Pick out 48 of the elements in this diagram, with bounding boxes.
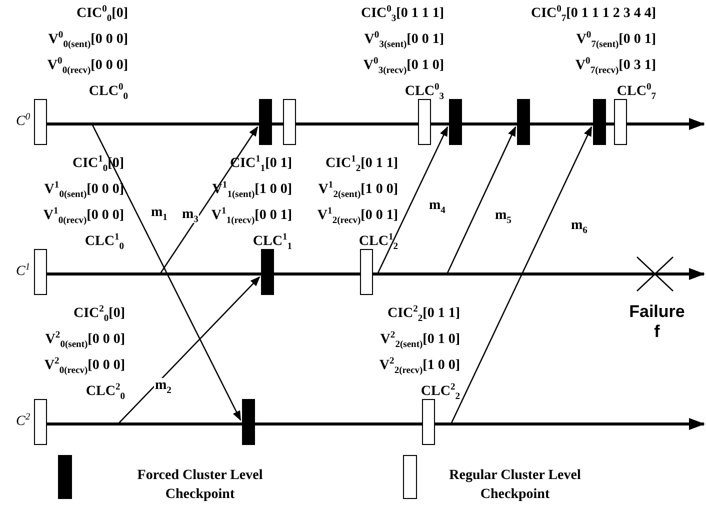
failure-label: Failure f — [629, 302, 685, 342]
legend-text: Regular Cluster Level Checkpoint — [448, 467, 582, 504]
regular-checkpoint-bar — [422, 399, 434, 445]
checkpoint-vector: CIC$^{0}$$_{7}$[0 1 1 1 2 3 4 4] — [530, 6, 656, 22]
checkpoint-vector: V$^{0}$$_{0(recv)}$[0 0 0] — [47, 58, 128, 74]
checkpoint-vector: V$^{1}$$_{1(recv)}$[0 0 1] — [211, 208, 292, 224]
edge-label: m$_{2}$ — [154, 378, 172, 394]
forced-checkpoint-bar — [258, 99, 272, 145]
regular-checkpoint-bar — [418, 99, 430, 145]
regular-checkpoint-bar — [614, 99, 626, 145]
checkpoint-vector: V$^{2}$$_{2(recv)}$[1 0 0] — [379, 358, 460, 374]
forced-checkpoint-bar — [592, 99, 606, 145]
checkpoint-vector: CIC$^{2}$$_{0}$[0] — [73, 306, 125, 322]
checkpoint-vector: V$^{1}$$_{2(recv)}$[0 0 1] — [317, 208, 398, 224]
checkpoint-vector: V$^{0}$$_{3(sent)}$[0 0 1] — [364, 32, 444, 48]
process-label: C$^{2}$ — [16, 414, 30, 430]
forced-checkpoint-bar — [260, 249, 274, 295]
regular-checkpoint-bar — [34, 249, 46, 295]
message-arrow — [159, 126, 258, 274]
message-arrow — [450, 126, 592, 424]
checkpoint-vector: V$^{0}$$_{3(recv)}$[0 1 0] — [363, 58, 444, 74]
checkpoint-vector: V$^{2}$$_{0(recv)}$[0 0 0] — [44, 358, 125, 374]
checkpoint-vector: V$^{2}$$_{2(sent)}$[0 1 0] — [380, 332, 460, 348]
process-label: C$^{1}$ — [16, 264, 30, 280]
process-label: C$^{0}$ — [16, 114, 30, 130]
message-arrow — [118, 276, 260, 424]
legend-text: Forced Cluster Level Checkpoint — [136, 467, 264, 504]
regular-checkpoint-bar — [34, 99, 46, 145]
forced-checkpoint-bar — [242, 399, 254, 445]
checkpoint-vector: V$^{2}$$_{0(sent)}$[0 0 0] — [45, 332, 125, 348]
checkpoint-vector: V$^{0}$$_{0(sent)}$[0 0 0] — [48, 32, 128, 48]
message-arrow — [91, 124, 242, 421]
forced-checkpoint-bar — [448, 99, 462, 145]
checkpoint-vector: CIC$^{0}$$_{0}$[0] — [76, 6, 128, 22]
checkpoint-vector: V$^{1}$$_{2(sent)}$[1 0 0] — [318, 182, 398, 198]
checkpoint-vector: V$^{1}$$_{0(sent)}$[0 0 0] — [44, 182, 124, 198]
message-arrow — [376, 126, 448, 274]
checkpoint-vector: V$^{1}$$_{0(recv)}$[0 0 0] — [43, 208, 124, 224]
checkpoint-vector: CIC$^{1}$$_{2}$[0 1 1] — [325, 156, 398, 172]
checkpoint-vector: V$^{0}$$_{7(sent)}$[0 0 1] — [576, 32, 656, 48]
checkpoint-vector: V$^{0}$$_{7(recv)}$[0 3 1] — [575, 58, 656, 74]
checkpoint-vector: CIC$^{0}$$_{3}$[0 1 1 1] — [360, 6, 444, 22]
regular-checkpoint-bar — [34, 399, 46, 445]
message-arrow — [446, 126, 516, 274]
forced-checkpoint-bar — [516, 99, 530, 145]
regular-checkpoint-bar — [360, 249, 372, 295]
regular-checkpoint-bar — [282, 99, 296, 145]
checkpoint-vector: CIC$^{2}$$_{2}$[0 1 1] — [387, 306, 460, 322]
